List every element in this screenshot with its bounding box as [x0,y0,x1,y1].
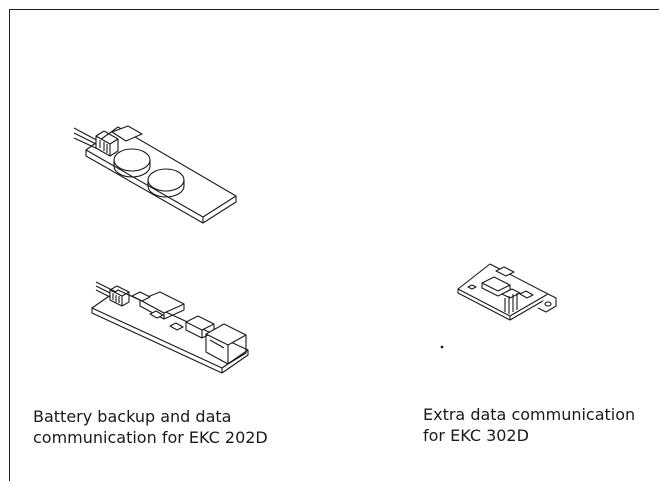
data-module-illustration [91,281,249,374]
caption-extra-module: Extra data communication for EKC 302D [423,404,635,446]
diagram-frame [9,9,659,481]
caption-line: Extra data communication [423,405,636,424]
battery-module-illustration [73,125,237,224]
caption-line: for EKC 302D [423,426,529,445]
caption-line: communication for EKC 202D [33,428,268,447]
extra-module-illustration [440,263,557,349]
caption-line: Battery backup and data [33,407,232,426]
caption-battery-module: Battery backup and data communication fo… [33,406,268,448]
